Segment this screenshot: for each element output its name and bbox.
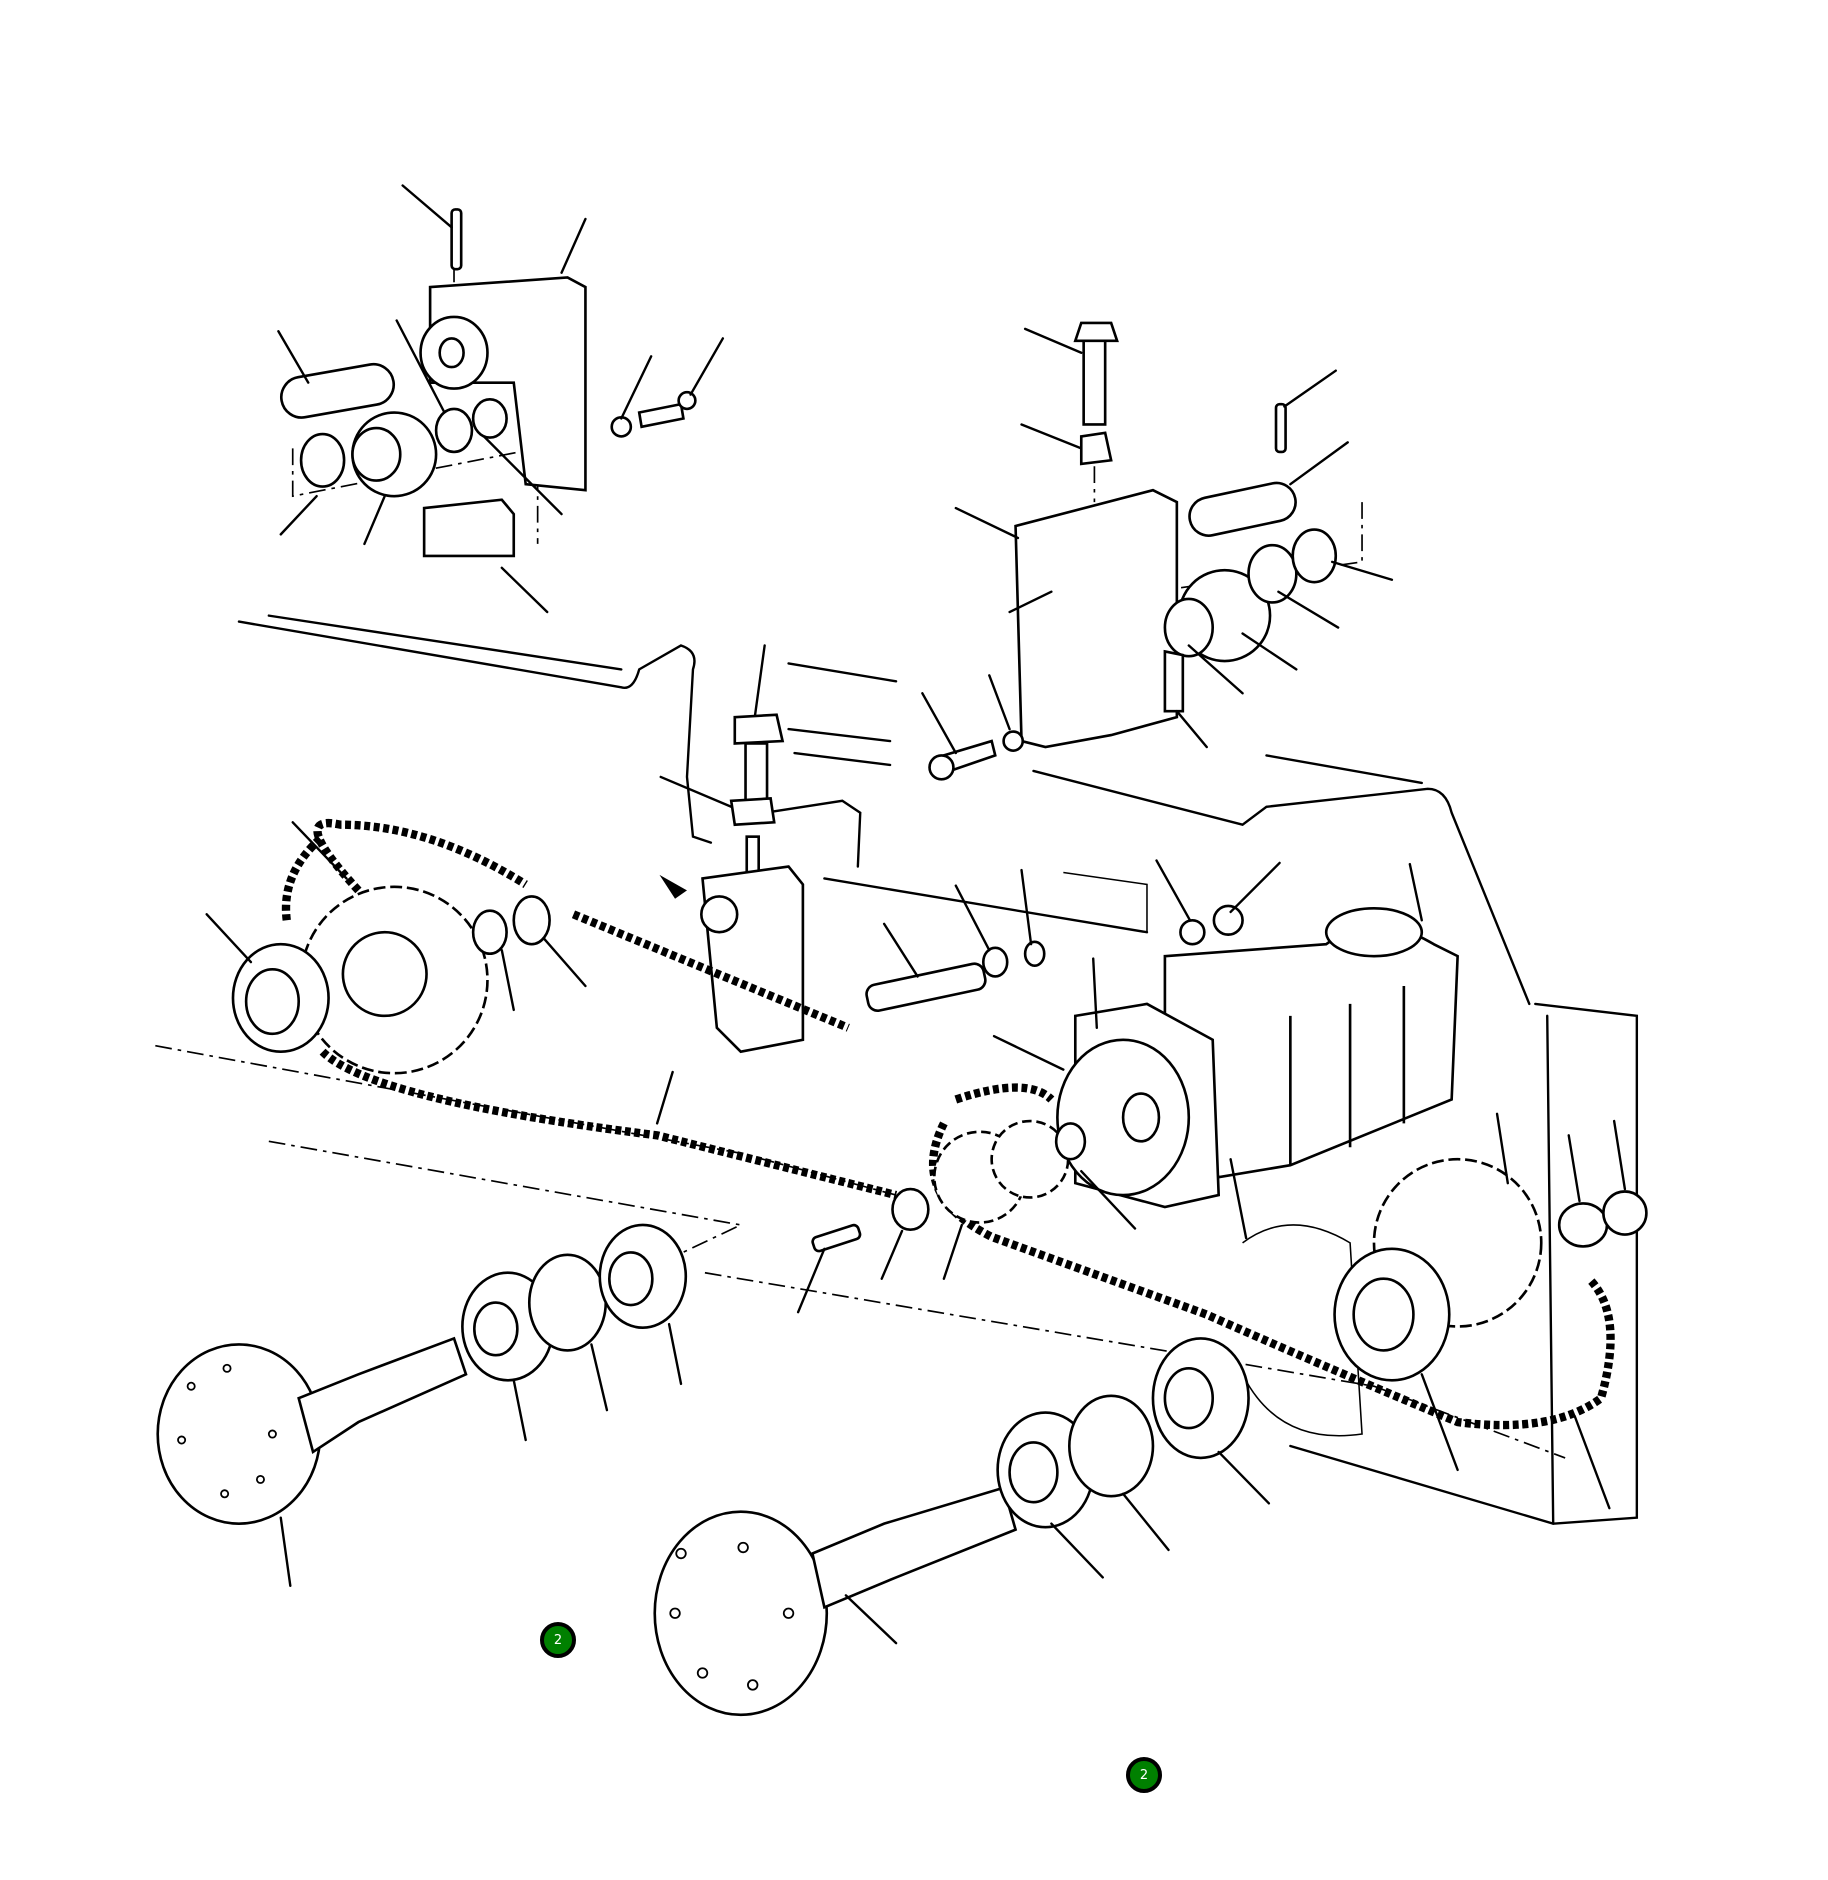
left-drive — [231, 819, 898, 1200]
screw — [811, 1223, 862, 1253]
screw — [637, 402, 685, 429]
nut — [1079, 431, 1113, 466]
tensioner-assembly-left — [280, 208, 697, 558]
nut — [1212, 904, 1244, 936]
nut — [729, 797, 776, 827]
right-shaft-group — [653, 1337, 1250, 1717]
hotspot-marker[interactable]: 2 — [1126, 1757, 1162, 1793]
bolt-head — [1073, 321, 1119, 343]
ring — [1068, 1394, 1155, 1498]
hydraulic-motor — [865, 904, 1459, 1209]
washer — [1179, 918, 1206, 946]
bracket — [1014, 488, 1179, 749]
left-shaft-group — [156, 1223, 688, 1525]
right-drive — [1333, 1157, 1648, 1382]
pin-shaft — [1188, 481, 1297, 537]
splined-shaft — [297, 1336, 468, 1455]
tensioner-assembly-right — [928, 321, 1338, 781]
washer — [471, 398, 508, 439]
spacer — [1054, 1122, 1087, 1161]
ring — [527, 1253, 608, 1352]
washer — [891, 1187, 930, 1232]
hub-flange — [653, 1510, 829, 1717]
frame-outline — [237, 614, 1639, 1525]
needle-bearing — [299, 432, 346, 488]
bolt-head — [733, 713, 785, 745]
leader-lines — [205, 184, 1627, 1645]
collar — [512, 895, 551, 946]
washer — [1291, 528, 1338, 584]
bolt — [865, 962, 987, 1013]
washer — [981, 946, 1009, 978]
tensioner-block — [701, 865, 805, 1054]
roll-pin — [1274, 402, 1287, 454]
circlip — [471, 909, 508, 956]
splined-shaft — [810, 1486, 1018, 1610]
small-drive — [811, 1083, 1615, 1430]
hub-flange — [156, 1343, 322, 1525]
needle-bearing — [1163, 597, 1215, 658]
tensioner-block — [422, 498, 516, 558]
roll-pin — [450, 208, 463, 271]
tensioner-center — [659, 713, 805, 1054]
pin-shaft — [280, 362, 396, 419]
washer — [1557, 1202, 1609, 1248]
hotspot-marker[interactable]: 2 — [540, 1622, 576, 1658]
castle-nut — [1602, 1190, 1648, 1236]
arrow-icon — [659, 874, 687, 899]
